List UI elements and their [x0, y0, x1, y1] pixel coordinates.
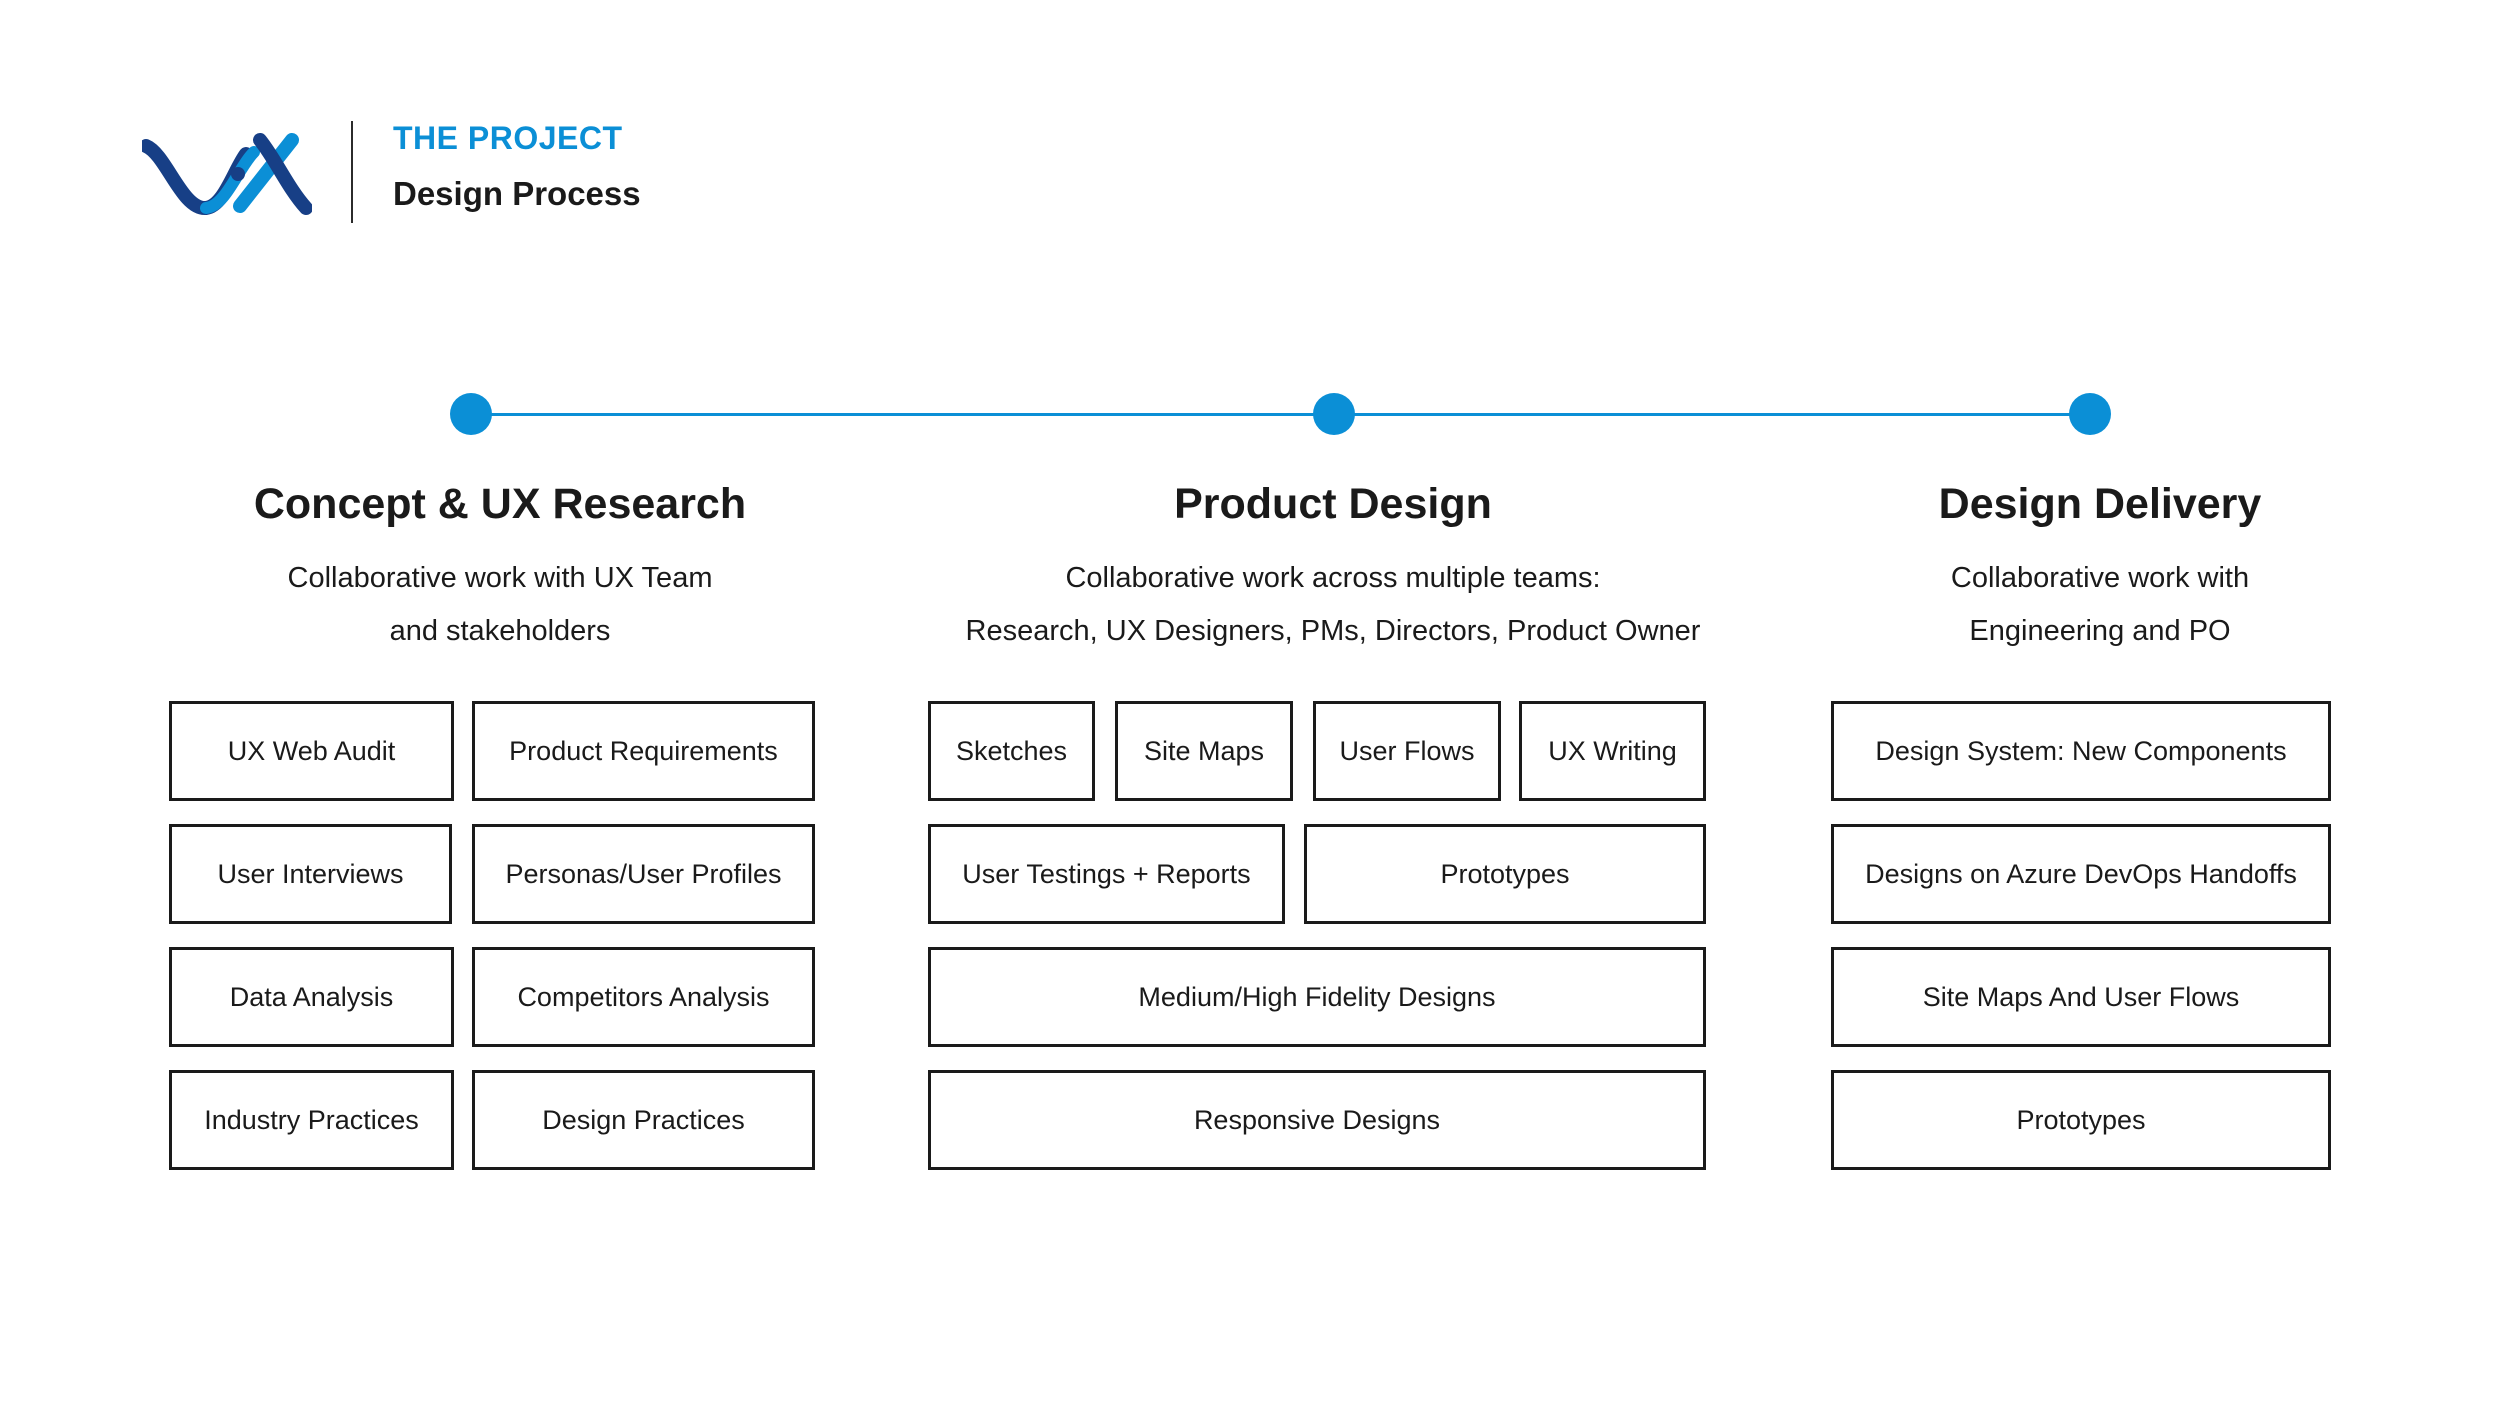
box-industry-practices[interactable]: Industry Practices [169, 1070, 454, 1170]
description-line: Collaborative work across multiple teams… [1065, 562, 1601, 594]
box-prototypes-delivery[interactable]: Prototypes [1831, 1070, 2331, 1170]
description-line: and stakeholders [389, 615, 611, 647]
phase-title-product-design: Product Design [1174, 480, 1492, 528]
description-line: Research, UX Designers, PMs, Directors, … [965, 615, 1701, 647]
box-competitors-analysis[interactable]: Competitors Analysis [472, 947, 815, 1047]
box-site-maps-user-flows[interactable]: Site Maps And User Flows [1831, 947, 2331, 1047]
ux-logo-icon [142, 133, 312, 215]
description-line: Engineering and PO [1969, 615, 2231, 647]
box-ux-web-audit[interactable]: UX Web Audit [169, 701, 454, 801]
box-design-system[interactable]: Design System: New Components [1831, 701, 2331, 801]
timeline-dot-concept [450, 393, 492, 435]
box-sketches[interactable]: Sketches [928, 701, 1095, 801]
box-site-maps[interactable]: Site Maps [1115, 701, 1293, 801]
box-user-interviews[interactable]: User Interviews [169, 824, 452, 924]
phase-description-concept: Collaborative work with UX Team and stak… [200, 552, 800, 658]
box-data-analysis[interactable]: Data Analysis [169, 947, 454, 1047]
box-prototypes-product[interactable]: Prototypes [1304, 824, 1706, 924]
phase-description-product-design: Collaborative work across multiple teams… [883, 552, 1783, 658]
page-title: Design Process [393, 175, 641, 212]
description-line: Collaborative work with [1950, 562, 2250, 594]
header-divider [351, 121, 353, 223]
box-user-testings[interactable]: User Testings + Reports [928, 824, 1285, 924]
box-ux-writing[interactable]: UX Writing [1519, 701, 1706, 801]
box-product-requirements[interactable]: Product Requirements [472, 701, 815, 801]
box-user-flows[interactable]: User Flows [1313, 701, 1501, 801]
description-line: Collaborative work with UX Team [287, 562, 713, 594]
page-eyebrow: THE PROJECT [393, 120, 623, 156]
box-design-practices[interactable]: Design Practices [472, 1070, 815, 1170]
phase-description-delivery: Collaborative work with Engineering and … [1800, 552, 2400, 658]
phase-title-delivery: Design Delivery [1938, 480, 2262, 528]
box-fidelity-designs[interactable]: Medium/High Fidelity Designs [928, 947, 1706, 1047]
timeline-dot-delivery [2069, 393, 2111, 435]
phase-title-concept: Concept & UX Research [253, 480, 747, 528]
timeline-dot-product-design [1313, 393, 1355, 435]
box-azure-handoffs[interactable]: Designs on Azure DevOps Handoffs [1831, 824, 2331, 924]
timeline-line [470, 413, 2090, 416]
box-personas[interactable]: Personas/User Profiles [472, 824, 815, 924]
box-responsive-designs[interactable]: Responsive Designs [928, 1070, 1706, 1170]
